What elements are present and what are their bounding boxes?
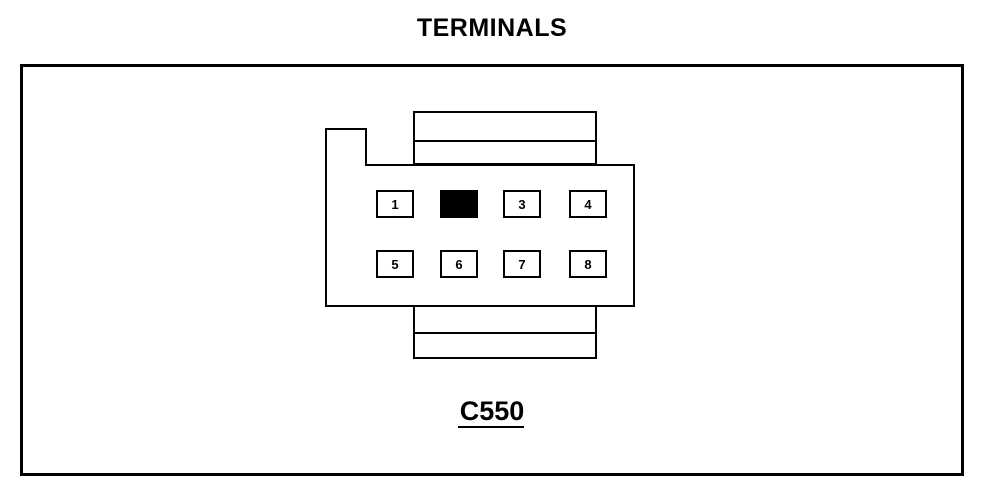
terminal-number: 7 — [518, 257, 525, 272]
terminal-cavity — [376, 250, 414, 278]
terminal-cavity-filled — [440, 190, 478, 218]
connector-bottom-latch — [413, 305, 597, 359]
terminal-cavity — [440, 250, 478, 278]
terminal-cavity — [569, 190, 607, 218]
terminal-cavity — [569, 250, 607, 278]
terminal-grid: 1 3 4 5 6 7 8 — [376, 190, 607, 278]
diagram-frame — [20, 64, 964, 476]
connector-top-latch — [413, 111, 597, 165]
terminal-number: 6 — [455, 257, 462, 272]
terminal-number: 4 — [584, 197, 592, 212]
terminal-8: 8 — [569, 250, 607, 278]
terminal-7: 7 — [503, 250, 541, 278]
terminal-number: 5 — [391, 257, 398, 272]
terminal-number: 8 — [584, 257, 591, 272]
terminal-cavity — [503, 250, 541, 278]
terminal-2 — [440, 190, 478, 218]
terminal-number: 3 — [518, 197, 525, 212]
terminal-cavity — [376, 190, 414, 218]
diagram-title: TERMINALS — [416, 14, 568, 42]
terminal-cavity — [503, 190, 541, 218]
terminal-4: 4 — [569, 190, 607, 218]
terminal-number: 1 — [391, 197, 398, 212]
terminal-1: 1 — [376, 190, 414, 218]
connector-label-underline — [458, 426, 524, 428]
terminal-3: 3 — [503, 190, 541, 218]
terminal-5: 5 — [376, 250, 414, 278]
terminal-6: 6 — [440, 250, 478, 278]
connector-label: C550 — [459, 396, 525, 426]
